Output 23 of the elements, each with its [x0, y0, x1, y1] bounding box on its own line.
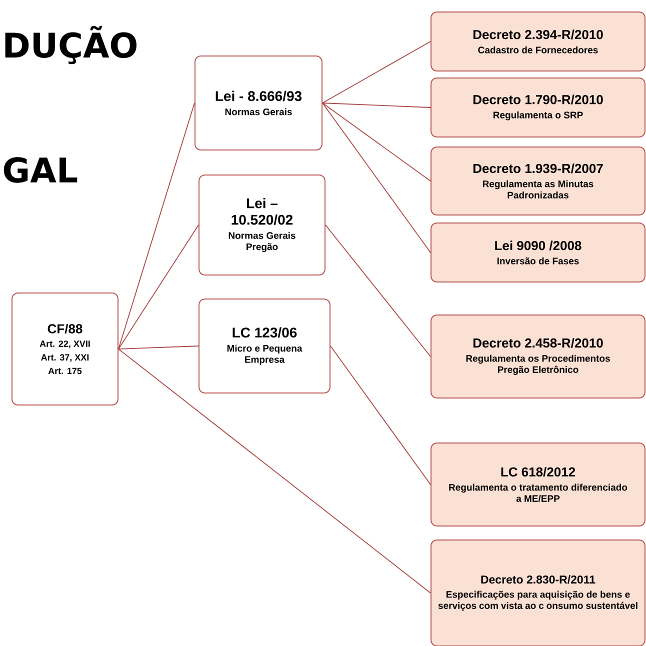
law-box: Decreto 2.394-R/2010 Cadastro de Fornecedores [430, 12, 646, 72]
connector-line [325, 224, 431, 357]
law-box: Decreto 2.458-R/2010 Regulamenta os Procedimentos Pregão Eletrônico [430, 314, 646, 398]
connector-line [118, 348, 431, 594]
law-box: Decreto 1.939-R/2007 Regulamenta as Minutas Padronizadas [430, 146, 646, 216]
law-box: CF/88 Art. 22, XVII Art. 37, XXI Art. 175 [12, 292, 118, 406]
connector-line [118, 224, 199, 350]
connector-line [322, 41, 431, 104]
connector-line [322, 102, 431, 253]
heading-text: GAL [4, 157, 78, 183]
law-box: LC 618/2012 Regulamenta o tratamento diferenciado a ME/EPP [430, 442, 646, 526]
law-box: Decreto 1.790-R/2010 Regulamenta o SRP [430, 78, 646, 138]
connector-line [118, 346, 199, 350]
heading-text: DUÇÃO [5, 26, 136, 64]
connector-line [118, 102, 195, 350]
law-box: Lei - 8.666/93 Normas Gerais [194, 56, 322, 150]
connector-line [330, 346, 431, 485]
law-box: Lei – 10.520/02 Normas Gerais Pregão [198, 174, 326, 276]
connector-line [322, 102, 431, 182]
law-box: LC 123/06 Micro e Pequena Empresa [198, 298, 330, 394]
law-box: Lei 9090 /2008 Inversão de Fases [430, 222, 646, 282]
law-box: Decreto 2.830-R/2011 Especificações para aquisição de bens e serviços com vista ao c onsumo sustentável [430, 540, 646, 646]
connector-line [322, 102, 431, 108]
